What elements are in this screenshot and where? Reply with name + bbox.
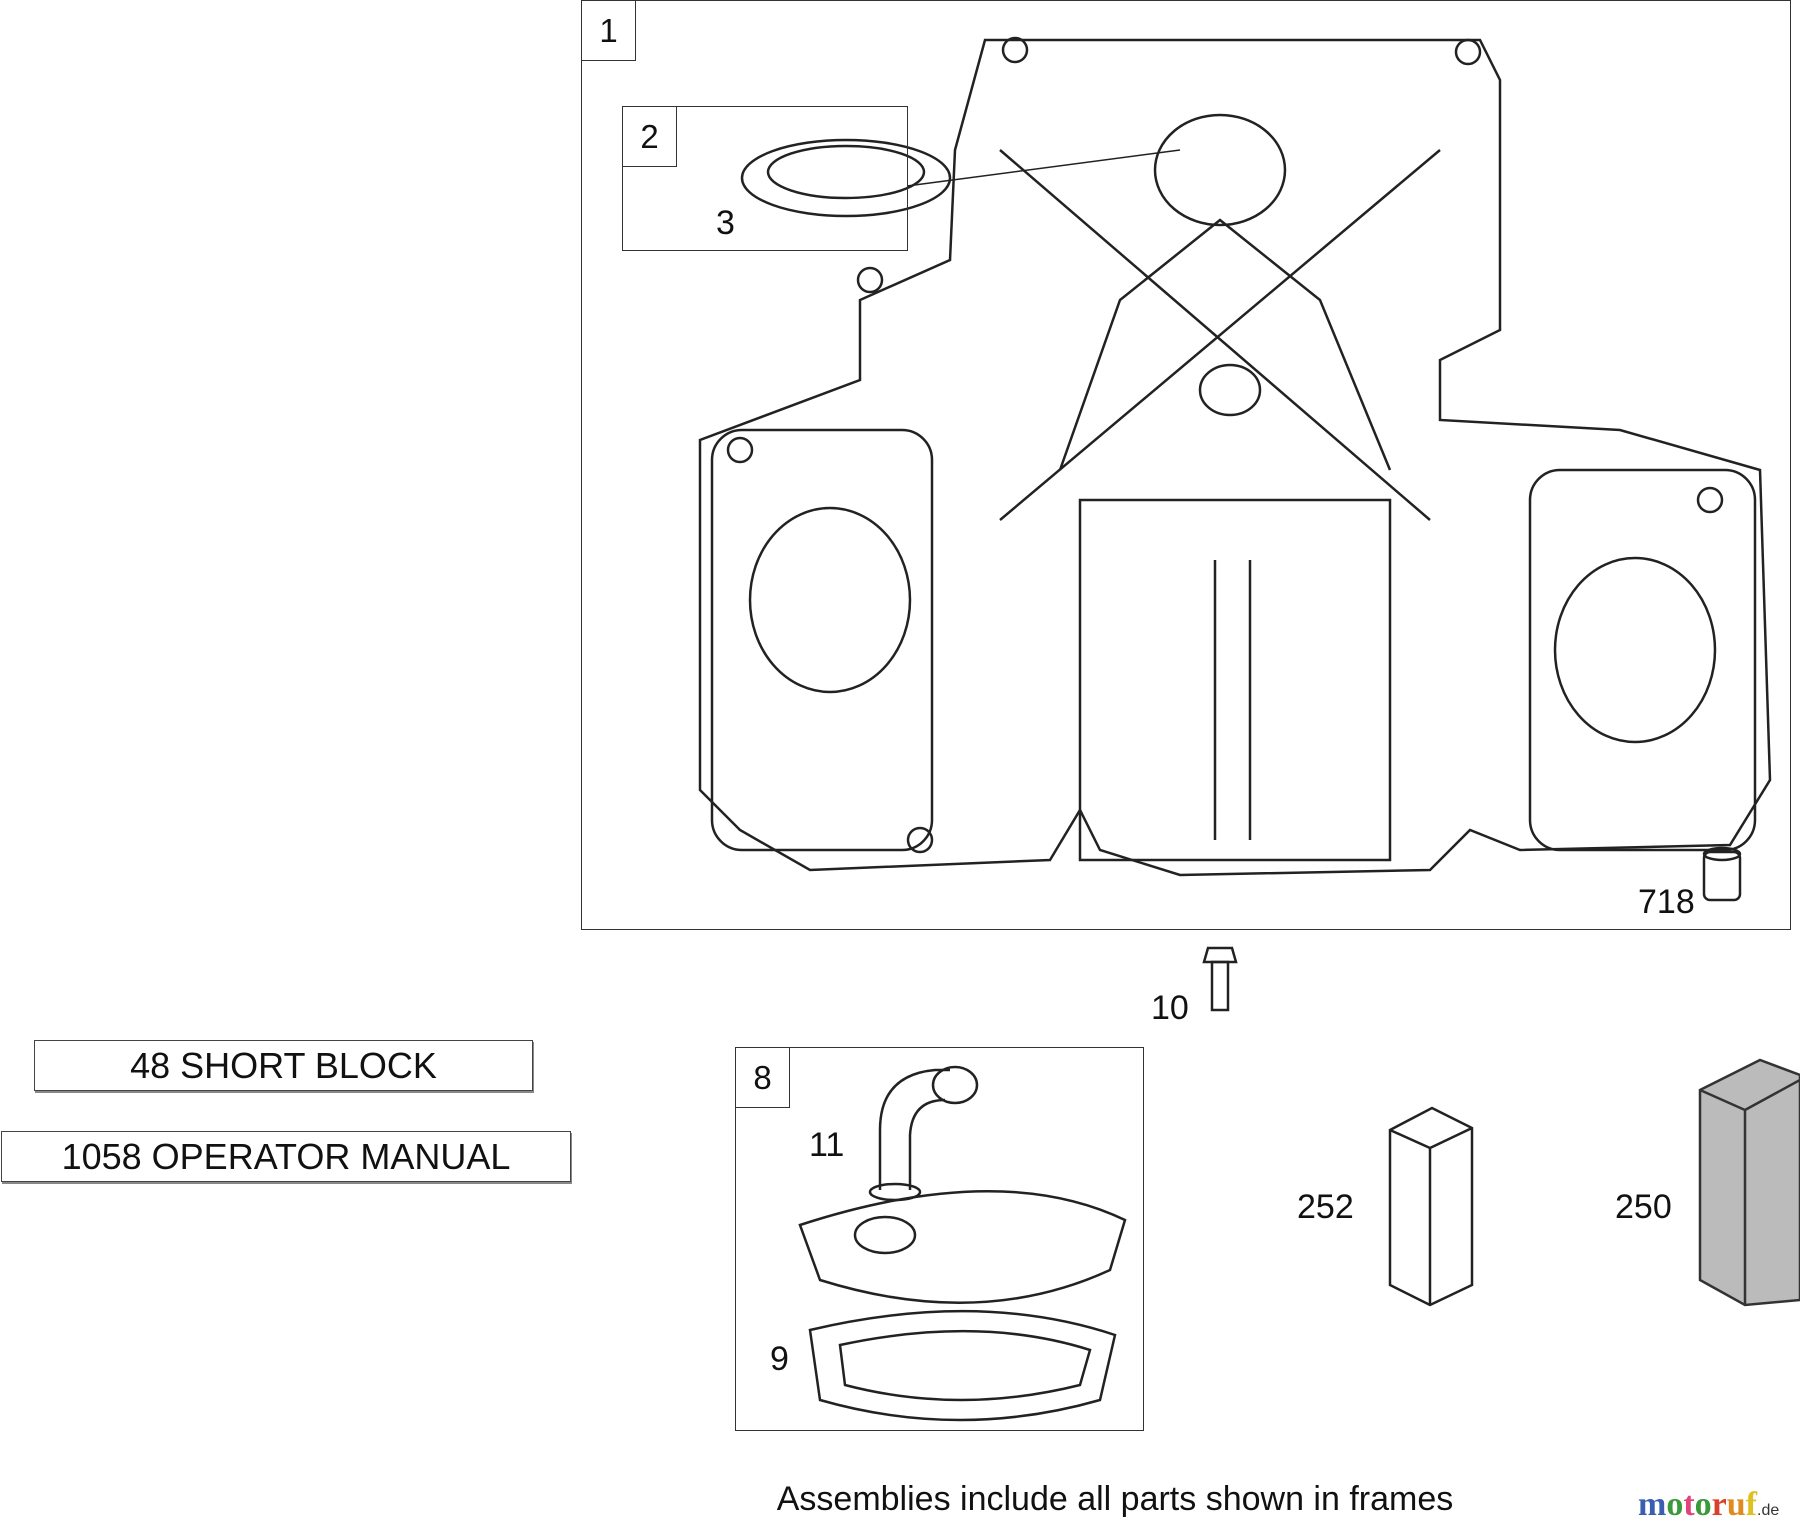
frame-2-label: 2 bbox=[623, 107, 677, 167]
filter-screen-part-250 bbox=[1698, 1058, 1800, 1307]
dowel-part-718 bbox=[1702, 850, 1742, 902]
logo-letter: o bbox=[1694, 1486, 1712, 1523]
ring-part-3 bbox=[740, 138, 952, 218]
callout-252: 252 bbox=[1297, 1188, 1354, 1226]
part-252 bbox=[1388, 1106, 1474, 1307]
motoruf-logo: motoruf.de bbox=[1638, 1486, 1779, 1524]
gasket-part-9 bbox=[808, 1309, 1117, 1422]
callout-718: 718 bbox=[1638, 883, 1695, 921]
engine-block-drawing bbox=[698, 36, 1772, 877]
logo-suffix: .de bbox=[1757, 1502, 1780, 1519]
tube-part-11 bbox=[878, 1068, 950, 1190]
logo-letter: u bbox=[1726, 1486, 1746, 1523]
caption: Assemblies include all parts shown in fr… bbox=[776, 1480, 1454, 1518]
frame-8: 8 bbox=[735, 1047, 1144, 1431]
callout-250: 250 bbox=[1615, 1188, 1672, 1226]
callout-11: 11 bbox=[809, 1126, 845, 1164]
callout-9: 9 bbox=[770, 1340, 789, 1378]
bolt-part-10 bbox=[1202, 946, 1238, 1012]
logo-letter: r bbox=[1711, 1486, 1727, 1523]
frame-8-label: 8 bbox=[736, 1048, 790, 1108]
operator-manual-note: 1058 OPERATOR MANUAL bbox=[1, 1131, 571, 1182]
callout-10: 10 bbox=[1151, 989, 1189, 1027]
logo-letter: f bbox=[1745, 1486, 1757, 1523]
breather-cover bbox=[798, 1189, 1127, 1304]
frame-1-label: 1 bbox=[582, 1, 636, 61]
logo-letter: o bbox=[1666, 1486, 1684, 1523]
logo-letter: t bbox=[1683, 1486, 1695, 1523]
frame-2: 2 bbox=[622, 106, 908, 251]
frame-1-short-block: 1 bbox=[581, 0, 1791, 930]
callout-3: 3 bbox=[716, 204, 735, 242]
short-block-note: 48 SHORT BLOCK bbox=[34, 1040, 533, 1091]
logo-letter: m bbox=[1638, 1486, 1667, 1523]
